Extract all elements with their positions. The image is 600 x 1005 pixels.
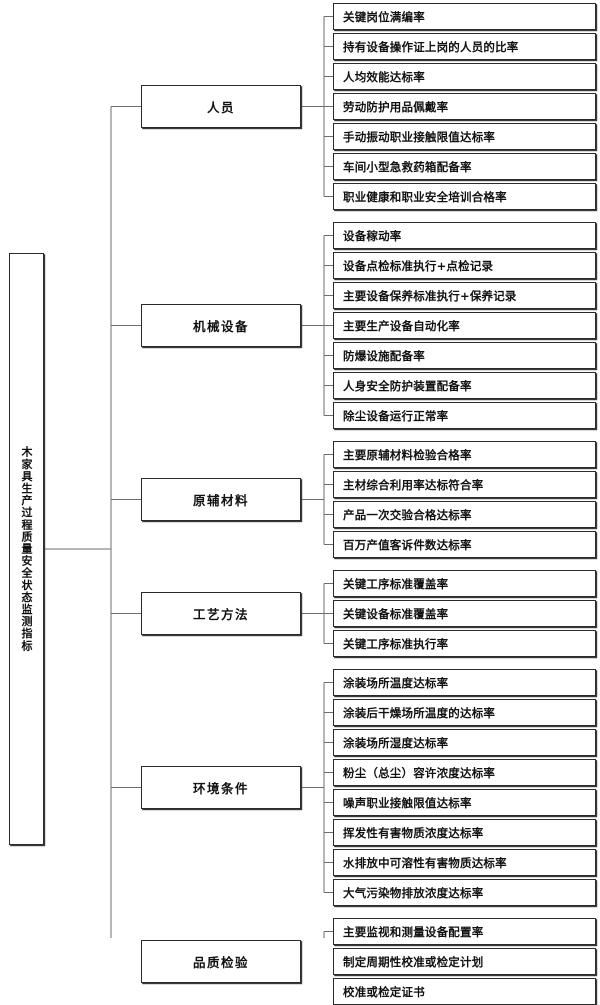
leaf-node-3-2-label: 关键工序标准执行率: [343, 636, 449, 651]
leaf-node-3-0-label: 关键工序标准覆盖率: [343, 576, 449, 591]
leaf-node-3-0[interactable]: 关键工序标准覆盖率: [333, 570, 596, 597]
leaf-node-1-3-label: 主要生产设备自动化率: [343, 318, 460, 333]
leaf-node-0-6[interactable]: 职业健康和职业安全培训合格率: [333, 183, 596, 210]
leaf-node-0-3-label: 劳动防护用品佩戴率: [343, 99, 449, 114]
leaf-node-5-0-label: 主要监视和测量设备配置率: [343, 924, 484, 939]
leaf-node-4-3-label: 粉尘（总尘）容许浓度达标率: [343, 765, 496, 780]
leaf-node-4-7-label: 大气污染物排放浓度达标率: [343, 885, 484, 900]
category-node-3-label: 工艺方法: [192, 607, 249, 622]
category-node-2[interactable]: 原辅材料: [141, 478, 301, 521]
leaf-node-2-2-label: 产品一次交验合格达标率: [343, 507, 472, 522]
leaf-node-4-3[interactable]: 粉尘（总尘）容许浓度达标率: [333, 759, 596, 786]
leaf-node-4-1-label: 涂装后干燥场所温度的达标率: [343, 705, 496, 720]
leaf-node-5-1-label: 制定周期性校准或检定计划: [343, 954, 484, 969]
leaf-node-1-6[interactable]: 除尘设备运行正常率: [333, 402, 596, 429]
category-node-1-label: 机械设备: [192, 319, 249, 334]
leaf-node-2-0[interactable]: 主要原辅材料检验合格率: [333, 441, 596, 468]
leaf-node-0-1[interactable]: 持有设备操作证上岗的人员的比率: [333, 33, 596, 60]
leaf-node-4-0[interactable]: 涂装场所温度达标率: [333, 669, 596, 696]
leaf-node-1-2[interactable]: 主要设备保养标准执行+保养记录: [333, 282, 596, 309]
leaf-node-1-1-label: 设备点检标准执行+点检记录: [343, 258, 494, 273]
leaf-node-2-3-label: 百万产值客诉件数达标率: [343, 537, 472, 552]
leaf-node-3-1[interactable]: 关键设备标准覆盖率: [333, 600, 596, 627]
leaf-node-0-6-label: 职业健康和职业安全培训合格率: [343, 189, 507, 204]
leaf-node-1-6-label: 除尘设备运行正常率: [343, 408, 449, 423]
leaf-node-1-4[interactable]: 防爆设施配备率: [333, 342, 596, 369]
connector-lines: [44, 15, 333, 938]
leaf-node-0-4-label: 手动振动职业接触限值达标率: [343, 129, 496, 144]
leaf-node-1-0[interactable]: 设备稼动率: [333, 222, 596, 249]
leaf-node-0-0-label: 关键岗位满编率: [343, 9, 425, 24]
leaf-node-4-2[interactable]: 涂装场所湿度达标率: [333, 729, 596, 756]
leaf-node-4-6[interactable]: 水排放中可溶性有害物质达标率: [333, 849, 596, 876]
category-node-2-label: 原辅材料: [192, 493, 249, 508]
leaf-node-0-2[interactable]: 人均效能达标率: [333, 63, 596, 90]
root-node[interactable]: 木家具生产过程质量安全状态监测指标: [9, 253, 44, 845]
leaf-node-5-1[interactable]: 制定周期性校准或检定计划: [333, 948, 596, 975]
category-node-4-label: 环境条件: [192, 781, 249, 796]
leaf-node-4-4[interactable]: 噪声职业接触限值达标率: [333, 789, 596, 816]
leaf-node-0-1-label: 持有设备操作证上岗的人员的比率: [343, 39, 519, 54]
leaf-node-2-0-label: 主要原辅材料检验合格率: [343, 447, 472, 462]
leaf-node-0-3[interactable]: 劳动防护用品佩戴率: [333, 93, 596, 120]
leaf-node-0-5[interactable]: 车间小型急救药箱配备率: [333, 153, 596, 180]
leaf-node-4-5-label: 挥发性有害物质浓度达标率: [343, 825, 484, 840]
leaf-node-2-1-label: 主材综合利用率达标符合率: [343, 477, 484, 492]
leaf-node-1-2-label: 主要设备保养标准执行+保养记录: [343, 288, 517, 303]
leaf-node-0-0[interactable]: 关键岗位满编率: [333, 3, 596, 30]
leaf-node-4-1[interactable]: 涂装后干燥场所温度的达标率: [333, 699, 596, 726]
leaf-node-1-5-label: 人身安全防护装置配备率: [343, 378, 472, 393]
leaf-node-2-1[interactable]: 主材综合利用率达标符合率: [333, 471, 596, 498]
category-node-5[interactable]: 品质检验: [141, 940, 301, 983]
leaf-node-1-3[interactable]: 主要生产设备自动化率: [333, 312, 596, 339]
hierarchy-diagram: 木家具生产过程质量安全状态监测指标关键岗位满编率持有设备操作证上岗的人员的比率人…: [9, 3, 596, 1005]
leaf-node-0-4[interactable]: 手动振动职业接触限值达标率: [333, 123, 596, 150]
leaf-node-0-5-label: 车间小型急救药箱配备率: [343, 159, 472, 174]
leaf-node-1-0-label: 设备稼动率: [343, 228, 402, 243]
leaf-node-1-5[interactable]: 人身安全防护装置配备率: [333, 372, 596, 399]
leaf-node-0-2-label: 人均效能达标率: [343, 69, 425, 84]
category-node-3[interactable]: 工艺方法: [141, 592, 301, 635]
category-node-4[interactable]: 环境条件: [141, 766, 301, 809]
leaf-node-3-1-label: 关键设备标准覆盖率: [343, 606, 449, 621]
leaf-node-3-2[interactable]: 关键工序标准执行率: [333, 630, 596, 657]
leaf-node-5-2-label: 校准或检定证书: [343, 984, 425, 999]
root-node-label: 木家具生产过程质量安全状态监测指标: [20, 446, 33, 652]
category-node-1[interactable]: 机械设备: [141, 304, 301, 347]
leaf-node-1-4-label: 防爆设施配备率: [343, 348, 425, 363]
leaf-node-2-2[interactable]: 产品一次交验合格达标率: [333, 501, 596, 528]
category-node-0-label: 人员: [206, 100, 235, 115]
leaf-node-4-2-label: 涂装场所湿度达标率: [343, 735, 449, 750]
leaf-node-4-5[interactable]: 挥发性有害物质浓度达标率: [333, 819, 596, 846]
leaf-node-4-6-label: 水排放中可溶性有害物质达标率: [343, 855, 507, 870]
leaf-node-4-7[interactable]: 大气污染物排放浓度达标率: [333, 879, 596, 906]
leaf-node-2-3[interactable]: 百万产值客诉件数达标率: [333, 531, 596, 558]
leaf-node-1-1[interactable]: 设备点检标准执行+点检记录: [333, 252, 596, 279]
leaf-node-4-4-label: 噪声职业接触限值达标率: [343, 795, 472, 810]
leaf-node-4-0-label: 涂装场所温度达标率: [343, 675, 449, 690]
leaf-node-5-2[interactable]: 校准或检定证书: [333, 978, 596, 1005]
category-node-5-label: 品质检验: [192, 955, 249, 970]
leaf-node-5-0[interactable]: 主要监视和测量设备配置率: [333, 918, 596, 945]
category-node-0[interactable]: 人员: [141, 85, 301, 128]
